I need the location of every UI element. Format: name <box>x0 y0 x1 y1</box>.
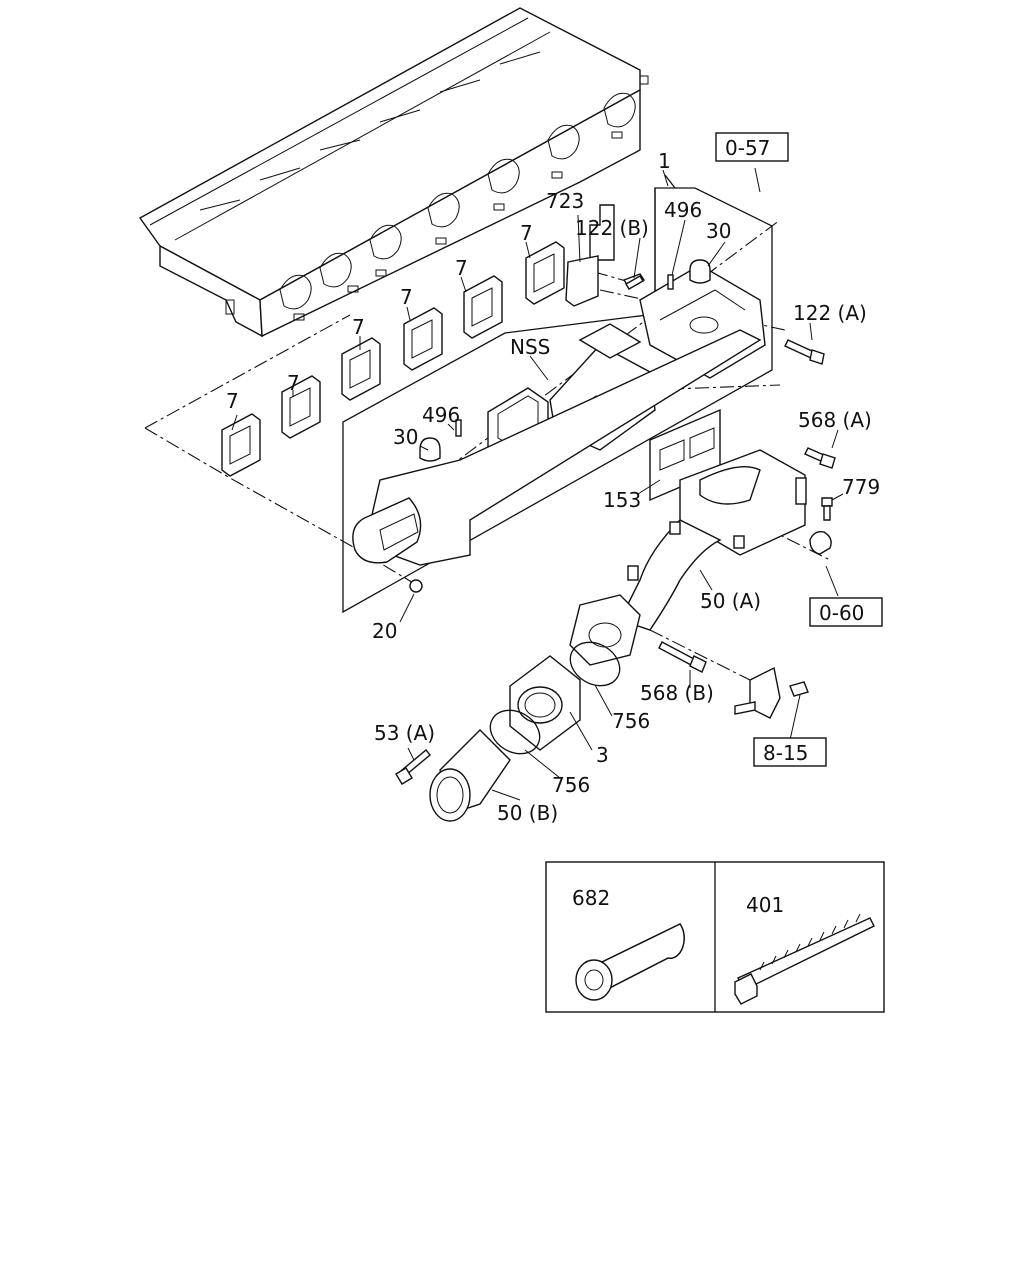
bolt-122a <box>784 339 825 365</box>
bolt-568a <box>804 447 836 469</box>
callout-7-gasket-4: 7 <box>400 285 413 309</box>
callout-7-gasket-1: 7 <box>226 389 239 413</box>
callout-779: 779 <box>842 475 880 499</box>
callout-568b: 568 (B) <box>640 681 714 705</box>
bolt-53a <box>395 749 431 785</box>
callout-nss: NSS <box>510 335 550 359</box>
part-3-flange <box>509 655 581 751</box>
callout-153: 153 <box>603 488 641 512</box>
bolt-568b <box>658 641 707 673</box>
pipe-50b <box>429 729 511 822</box>
leader-lines <box>231 167 844 959</box>
callout-568a: 568 (A) <box>798 408 872 432</box>
callout-box-060 <box>809 597 883 627</box>
callout-50b: 50 (B) <box>497 801 558 825</box>
callout-7-gasket-2: 7 <box>287 371 300 395</box>
callout-53a: 53 (A) <box>374 721 435 745</box>
callout-496-left: 496 <box>422 403 460 427</box>
callout-682: 682 <box>572 886 610 910</box>
callout-20: 20 <box>372 619 397 643</box>
o-ring-756-b <box>489 709 541 755</box>
bolt-122b <box>625 275 644 290</box>
bracket-815 <box>734 666 809 719</box>
callout-7-gasket-5: 7 <box>455 256 468 280</box>
callout-3: 3 <box>596 743 609 767</box>
callout-1: 1 <box>658 149 671 173</box>
callout-122a: 122 (A) <box>793 301 867 325</box>
callout-756-lower: 756 <box>552 773 590 797</box>
callout-box-815 <box>753 737 827 767</box>
callout-756-upper: 756 <box>612 709 650 733</box>
callout-060: 0-60 <box>819 601 864 625</box>
callout-723: 723 <box>546 189 584 213</box>
gasket-set <box>221 241 565 477</box>
callout-7-gasket-6: 7 <box>520 221 533 245</box>
cylinder-head <box>138 7 649 338</box>
manifold-front-section <box>352 329 762 593</box>
callout-50a: 50 (A) <box>700 589 761 613</box>
callout-122b: 122 (B) <box>575 216 649 240</box>
callout-401: 401 <box>746 893 784 917</box>
callout-box-057 <box>715 132 789 162</box>
callout-7-gasket-3: 7 <box>352 315 365 339</box>
egr-pipe-assembly <box>569 408 807 666</box>
o-ring-756-a <box>569 641 621 687</box>
callout-30-top: 30 <box>706 219 731 243</box>
sleeve-682 <box>575 923 685 1001</box>
callout-057: 0-57 <box>725 136 770 160</box>
callout-496-top: 496 <box>664 198 702 222</box>
callout-30-left: 30 <box>393 425 418 449</box>
bolt-779 <box>809 497 833 555</box>
callout-815: 8-15 <box>763 741 808 765</box>
cable-tie-401 <box>734 913 875 1005</box>
